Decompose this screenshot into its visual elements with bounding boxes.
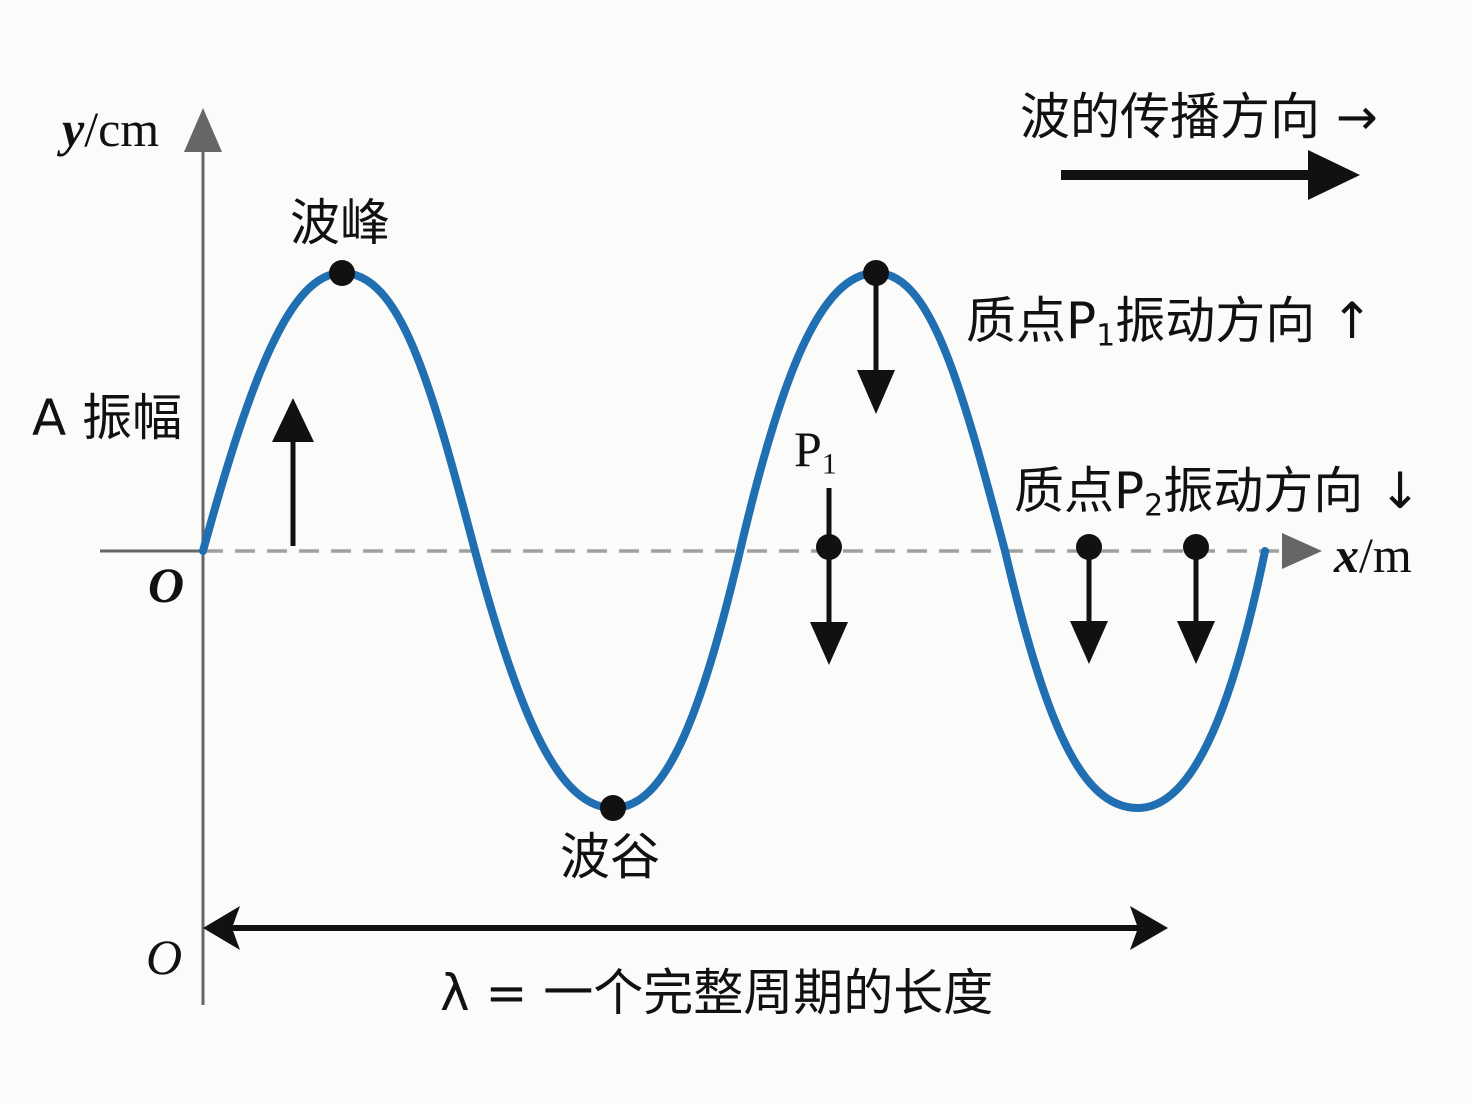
- p1-direction-label: 质点P1振动方向 ↑: [966, 292, 1374, 354]
- wave-curve: [199, 268, 1269, 813]
- origin-label-bottom: O: [146, 929, 183, 985]
- wavelength-label: λ = 一个完整周期的长度: [440, 964, 994, 1022]
- x-axis: [100, 533, 1322, 569]
- y-axis-arrow-icon: [184, 108, 222, 152]
- origin-label: O: [148, 557, 185, 613]
- y-axis-label: y/cm: [62, 101, 160, 157]
- p2-direction-label: 质点P2振动方向 ↓: [1014, 462, 1422, 524]
- wavelength-double-arrow-icon: [203, 906, 1168, 950]
- propagation-arrow-icon: [1061, 150, 1360, 200]
- trough-point: [600, 795, 626, 821]
- amplitude-label: A 振幅: [32, 389, 183, 447]
- x-axis-arrow-icon: [1282, 533, 1322, 569]
- x-axis-label: x/m: [1334, 527, 1412, 583]
- p1-down-arrow-icon: [810, 488, 848, 665]
- p1-point: [816, 534, 842, 560]
- crest-point: [329, 260, 355, 286]
- amplitude-up-arrow-icon: [272, 398, 314, 546]
- crest-down-arrow-icon: [857, 280, 895, 414]
- p2-point-b: [1183, 534, 1209, 560]
- y-axis: [184, 108, 222, 1005]
- p2-down-arrow-icon: [1070, 547, 1215, 664]
- crest-point-2: [863, 260, 889, 286]
- trough-label: 波谷: [560, 828, 660, 886]
- p1-point-label: P1: [794, 421, 837, 481]
- propagation-label: 波的传播方向 →: [1020, 88, 1378, 146]
- p2-point-a: [1076, 534, 1102, 560]
- crest-label: 波峰: [290, 194, 390, 252]
